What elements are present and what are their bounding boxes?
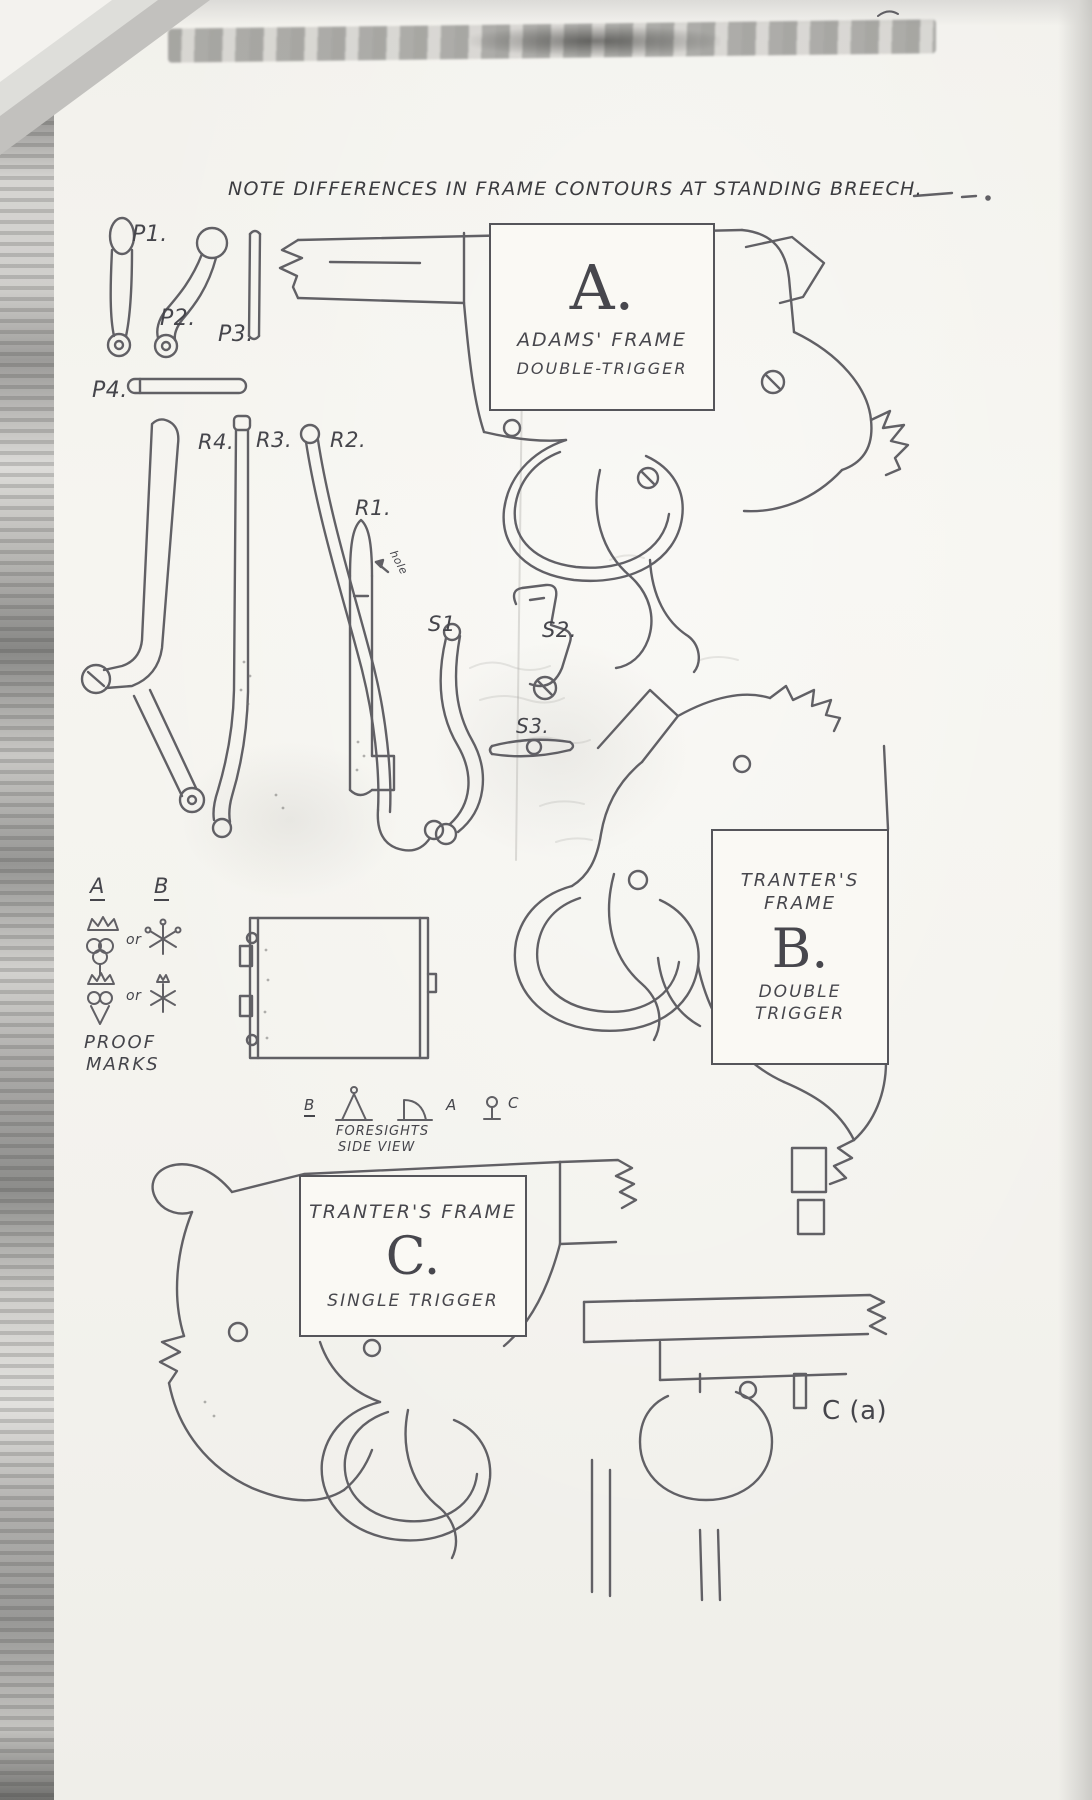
scan-right-edge-artifact xyxy=(1058,0,1092,1800)
frame-a-type: DOUBLE-TRIGGER xyxy=(516,358,688,378)
frame-b-type-line1: DOUBLE xyxy=(758,982,842,1002)
part-p4-drawing xyxy=(126,377,248,395)
foresight-label-c: C xyxy=(508,1094,519,1112)
label-r2: R2. xyxy=(330,428,367,452)
proof-column-b-label: B xyxy=(154,874,169,901)
part-p2-drawing xyxy=(153,226,229,359)
foresight-label-b: B xyxy=(304,1096,315,1117)
scan-left-strip-artifact xyxy=(0,0,54,1800)
frame-b-letter: B. xyxy=(771,917,829,980)
frame-a-label-box: A. ADAMS' FRAME DOUBLE-TRIGGER xyxy=(489,223,715,411)
proof-or-1: or xyxy=(126,932,142,948)
proof-caption-line1: PROOF xyxy=(84,1032,157,1053)
stipple-texture xyxy=(203,660,366,1418)
label-r1: R1. xyxy=(355,496,392,520)
frame-ca-drawing xyxy=(582,1293,888,1602)
frame-c-letter: C. xyxy=(385,1227,441,1287)
foresights-caption-line1: FORESIGHTS xyxy=(336,1124,430,1139)
part-r3-drawing xyxy=(211,414,252,839)
part-s2-drawing xyxy=(512,583,572,701)
frame-ca-label: C (a) xyxy=(822,1396,888,1426)
frame-a-letter: A. xyxy=(569,250,635,324)
title-trailing-dashes xyxy=(877,10,991,201)
proof-or-2: or xyxy=(126,988,142,1004)
foresights-drawing xyxy=(335,1086,501,1121)
frame-b-name-line2: FRAME xyxy=(763,893,837,914)
label-r3: R3. xyxy=(256,428,293,452)
foresight-label-a: A xyxy=(446,1096,457,1114)
proof-column-a-label: A xyxy=(90,874,105,901)
label-p4: P4. xyxy=(92,378,128,403)
part-r1-drawing xyxy=(348,518,396,797)
paper-smudge xyxy=(430,640,690,860)
frame-c-drawing xyxy=(151,1158,638,1560)
proof-caption-line2: MARKS xyxy=(86,1054,160,1075)
frame-a-name: ADAMS' FRAME xyxy=(517,328,687,351)
part-p3-drawing xyxy=(247,229,262,341)
label-s2: S2. xyxy=(542,618,577,642)
label-p1: P1. xyxy=(132,222,168,247)
page-title: NOTE DIFFERENCES IN FRAME CONTOURS AT ST… xyxy=(228,178,923,200)
frame-c-name: TRANTER'S FRAME xyxy=(309,1201,517,1223)
frame-b-type-line2: TRIGGER xyxy=(754,1004,846,1024)
frame-plate-drawing xyxy=(238,916,438,1060)
label-r4: R4. xyxy=(198,430,235,454)
part-p1-drawing xyxy=(106,216,136,358)
frame-c-label-box: TRANTER'S FRAME C. SINGLE TRIGGER xyxy=(299,1175,527,1337)
label-s3: S3. xyxy=(516,714,550,738)
bleedthrough-ghost xyxy=(469,554,739,843)
foresights-caption-line2: SIDE VIEW xyxy=(338,1140,416,1155)
paper-crease xyxy=(515,379,523,861)
scan-top-smudge-dark xyxy=(470,26,720,56)
part-s3-drawing xyxy=(488,738,575,758)
label-p3: P3. xyxy=(218,322,254,347)
label-p2: P2. xyxy=(160,306,196,331)
frame-c-type: SINGLE TRIGGER xyxy=(327,1291,499,1311)
part-r4-drawing xyxy=(80,418,206,814)
frame-b-label-box: TRANTER'S FRAME B. DOUBLE TRIGGER xyxy=(711,829,889,1065)
frame-b-name-line1: TRANTER'S xyxy=(740,870,860,891)
proof-marks-drawing xyxy=(86,916,182,1025)
part-s1-drawing xyxy=(434,622,485,846)
label-s1: S1 xyxy=(428,612,456,636)
